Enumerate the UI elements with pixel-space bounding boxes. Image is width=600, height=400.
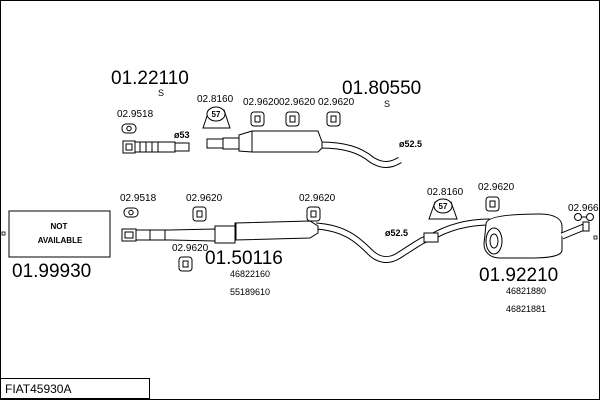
lower-rear-silencer [423,213,590,259]
upper-tail-diameter: ø52.5 [399,139,422,149]
lower-middle-oe-2: 55189610 [230,287,270,297]
lower-rear-oe-2: 46821881 [506,304,546,314]
lower-rubber-ref: 02.9665 [568,203,600,214]
lower-rubber-icon [574,213,594,221]
lower-middle-part-number: 01.50116 [205,248,283,269]
upper-front-part-suffix: S [158,88,164,98]
lower-rear-oe-1: 46821880 [506,286,546,296]
lower-mid-diameter: ø52.5 [385,228,408,238]
left-edge-marker [1,231,6,236]
lower-hanger-icon-left-bottom [178,256,193,272]
lower-hanger-icon-left-top [192,206,207,222]
upper-front-gasket-ref: 02.9518 [117,109,154,120]
upper-front-gasket-icon [121,123,137,134]
upper-front-part-number: 01.22110 [111,68,189,89]
lower-front-part-number: 01.99930 [12,261,91,282]
diagram-code: FIAT45930A [5,382,71,396]
upper-front-pipe [122,140,190,154]
lower-middle-oe-1: 46822160 [230,269,270,279]
upper-hanger-ref-3: 02.9620 [318,97,355,108]
upper-front-diameter: ø53 [174,130,190,140]
upper-hanger-icon-3 [326,111,341,127]
lower-hanger-icon-right [485,196,500,212]
upper-clamp-icon: 57 [202,106,231,129]
lower-gasket-ref: 02.8160 [427,187,464,198]
lower-front-gasket-ref: 02.9518 [120,193,157,204]
lower-hanger-ref-left-top: 02.9620 [186,193,223,204]
upper-gasket-ref: 02.8160 [197,94,234,105]
upper-tail-part-number: 01.80550 [342,78,421,99]
upper-tail-part-suffix: S [384,99,390,109]
lower-hanger-ref-mid: 02.9620 [299,193,336,204]
lower-hanger-ref-left-bottom: 02.9620 [172,243,209,254]
upper-hanger-icon-2 [285,111,300,127]
diagram-code-box: FIAT45930A [0,378,150,399]
upper-hanger-icon-1 [250,111,265,127]
lower-hanger-icon-mid [306,206,321,222]
right-edge-marker [593,235,598,240]
lower-clamp-icon: 57 [428,198,458,220]
upper-hanger-ref-1: 02.9620 [243,97,280,108]
not-available-box: NOT AVAILABLE [8,210,111,258]
lower-hanger-ref-right: 02.9620 [478,182,515,193]
lower-clamp-number: 57 [439,202,448,211]
upper-hanger-ref-2: 02.9620 [279,97,316,108]
not-available-text: NOT AVAILABLE [38,222,83,245]
upper-silencer [206,130,402,168]
lower-rear-part-number: 01.92210 [479,265,558,286]
lower-silencer [121,220,431,263]
upper-clamp-number: 57 [212,110,221,119]
lower-front-gasket-icon [123,207,139,218]
